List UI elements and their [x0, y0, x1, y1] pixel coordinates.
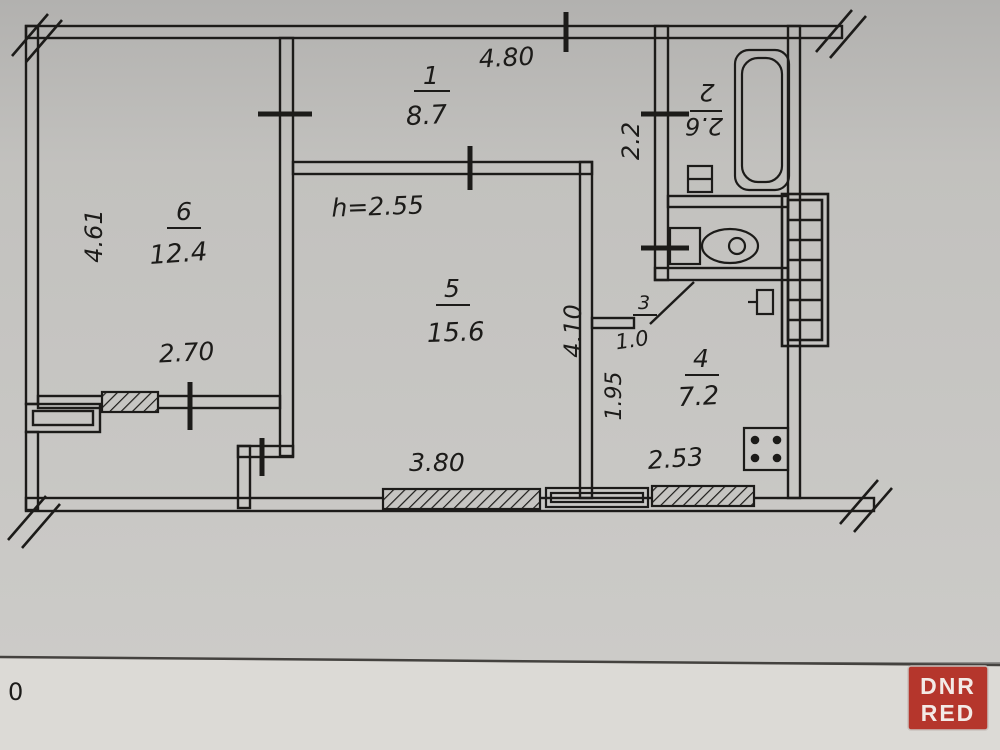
room1-area: 8.7 [405, 100, 448, 132]
dim-left-height: 4.61 [80, 209, 108, 262]
dnr-red-logo: DNR RED [907, 665, 989, 731]
wall-corridor-stub [590, 316, 636, 330]
window-living [381, 487, 542, 511]
room1-number: 1 [423, 61, 439, 90]
page-edge-line [0, 655, 1000, 667]
room4-area: 7.2 [677, 381, 720, 413]
wall-room5-right [578, 160, 594, 500]
logo-line2: RED [921, 700, 976, 726]
logo-line1: DNR [920, 673, 976, 699]
page-number: 0 [8, 678, 23, 706]
window-room6 [100, 390, 160, 414]
tick-marks [187, 12, 689, 476]
stove-icon [742, 426, 790, 472]
window-kitchen [650, 484, 756, 508]
stove-burner [772, 435, 782, 445]
toilet-bowl-detail [727, 236, 747, 256]
room2-area: 2.6 [685, 112, 723, 140]
window-middle-inner [549, 491, 645, 504]
logo-box [907, 665, 989, 731]
toilet-bowl-icon [700, 227, 760, 265]
paper-upper [0, 0, 1000, 662]
stove-burner [750, 435, 760, 445]
corner-hatch-marks [7, 9, 893, 549]
room2-number: 2 [699, 78, 714, 106]
dimension-labels: 4.80 4.61 h=2.55 2.70 3.80 4.10 2.2 1.95… [80, 42, 704, 477]
dim-room6-wall: 2.70 [158, 337, 215, 369]
room6-number: 6 [176, 197, 192, 226]
dim-living-width: 3.80 [409, 448, 465, 477]
room4-number: 4 [693, 344, 709, 373]
bathtub-icon [733, 48, 791, 192]
bathtub-inner-icon [740, 56, 784, 184]
dim-top-width: 4.80 [478, 42, 535, 74]
balcony-door-inner [31, 409, 95, 427]
dim-ceiling-height: h=2.55 [331, 190, 424, 222]
room3-number: 3 [638, 292, 650, 314]
dim-hallway-depth: 2.2 [617, 122, 645, 160]
paper-lower [0, 658, 1000, 750]
dim-living-depth: 4.10 [559, 304, 587, 357]
wall-step-vertical [236, 444, 252, 510]
room6-area: 12.4 [149, 237, 209, 271]
stove-burner [750, 453, 760, 463]
fixtures [668, 48, 830, 472]
windows [100, 390, 756, 511]
toilet-tank-icon [668, 226, 702, 266]
room5-number: 5 [444, 274, 460, 303]
dim-kitchen-width: 2.53 [647, 442, 705, 475]
room3-area: 1.0 [614, 326, 650, 354]
kitchen-door-leaf [649, 281, 695, 325]
room-labels: 1 8.7 2 2.6 3 1.0 4 7.2 5 15.6 6 12.4 [149, 61, 724, 413]
loggia-ladder-icon [780, 192, 830, 348]
stove-burner [772, 453, 782, 463]
dim-kitchen-depth: 1.95 [602, 372, 627, 421]
window-middle [544, 486, 650, 509]
balcony-door-block [24, 402, 102, 434]
room5-area: 15.6 [426, 317, 485, 349]
